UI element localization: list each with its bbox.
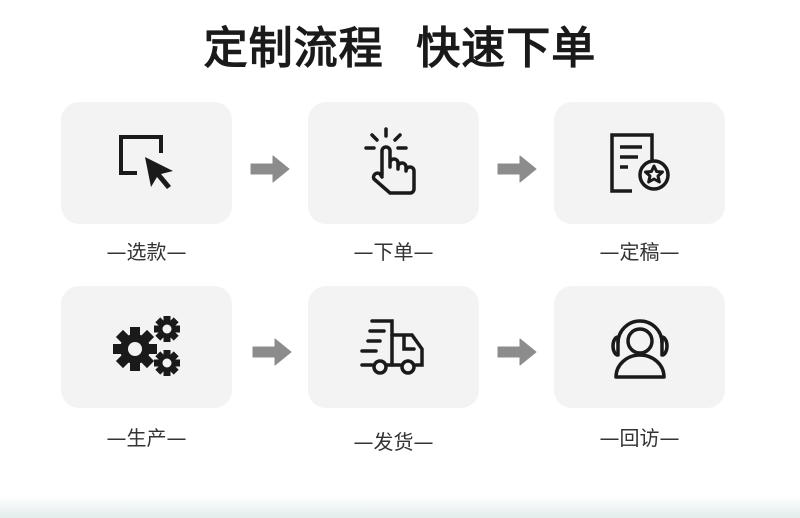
tap-hand-icon <box>363 127 416 195</box>
arrow-right-icon <box>252 338 292 366</box>
step-card-production <box>61 286 232 408</box>
arrow-right-icon <box>497 338 537 366</box>
bottom-gradient-band <box>0 496 800 518</box>
step-card-order <box>308 102 479 224</box>
cursor-select-icon <box>118 135 173 189</box>
arrow-right-icon <box>250 155 290 183</box>
document-star-icon <box>609 133 670 193</box>
page-title: 定制流程 快速下单 <box>203 23 597 74</box>
step-card-shipping <box>308 286 479 408</box>
step-card-follow-up <box>554 286 725 408</box>
arrow-right-icon <box>497 155 537 183</box>
headset-user-icon <box>610 319 669 379</box>
step-label-select: —选款— <box>106 240 187 264</box>
step-label-order: —下单— <box>353 240 434 264</box>
step-label-finalize: —定稿— <box>599 240 680 264</box>
step-label-production: —生产— <box>106 426 187 450</box>
gears-icon <box>112 316 180 376</box>
step-card-finalize <box>554 102 725 224</box>
step-card-select <box>61 102 232 224</box>
delivery-truck-icon <box>359 319 424 375</box>
step-label-follow-up: —回访— <box>599 426 680 450</box>
step-label-shipping: —发货— <box>353 430 434 454</box>
